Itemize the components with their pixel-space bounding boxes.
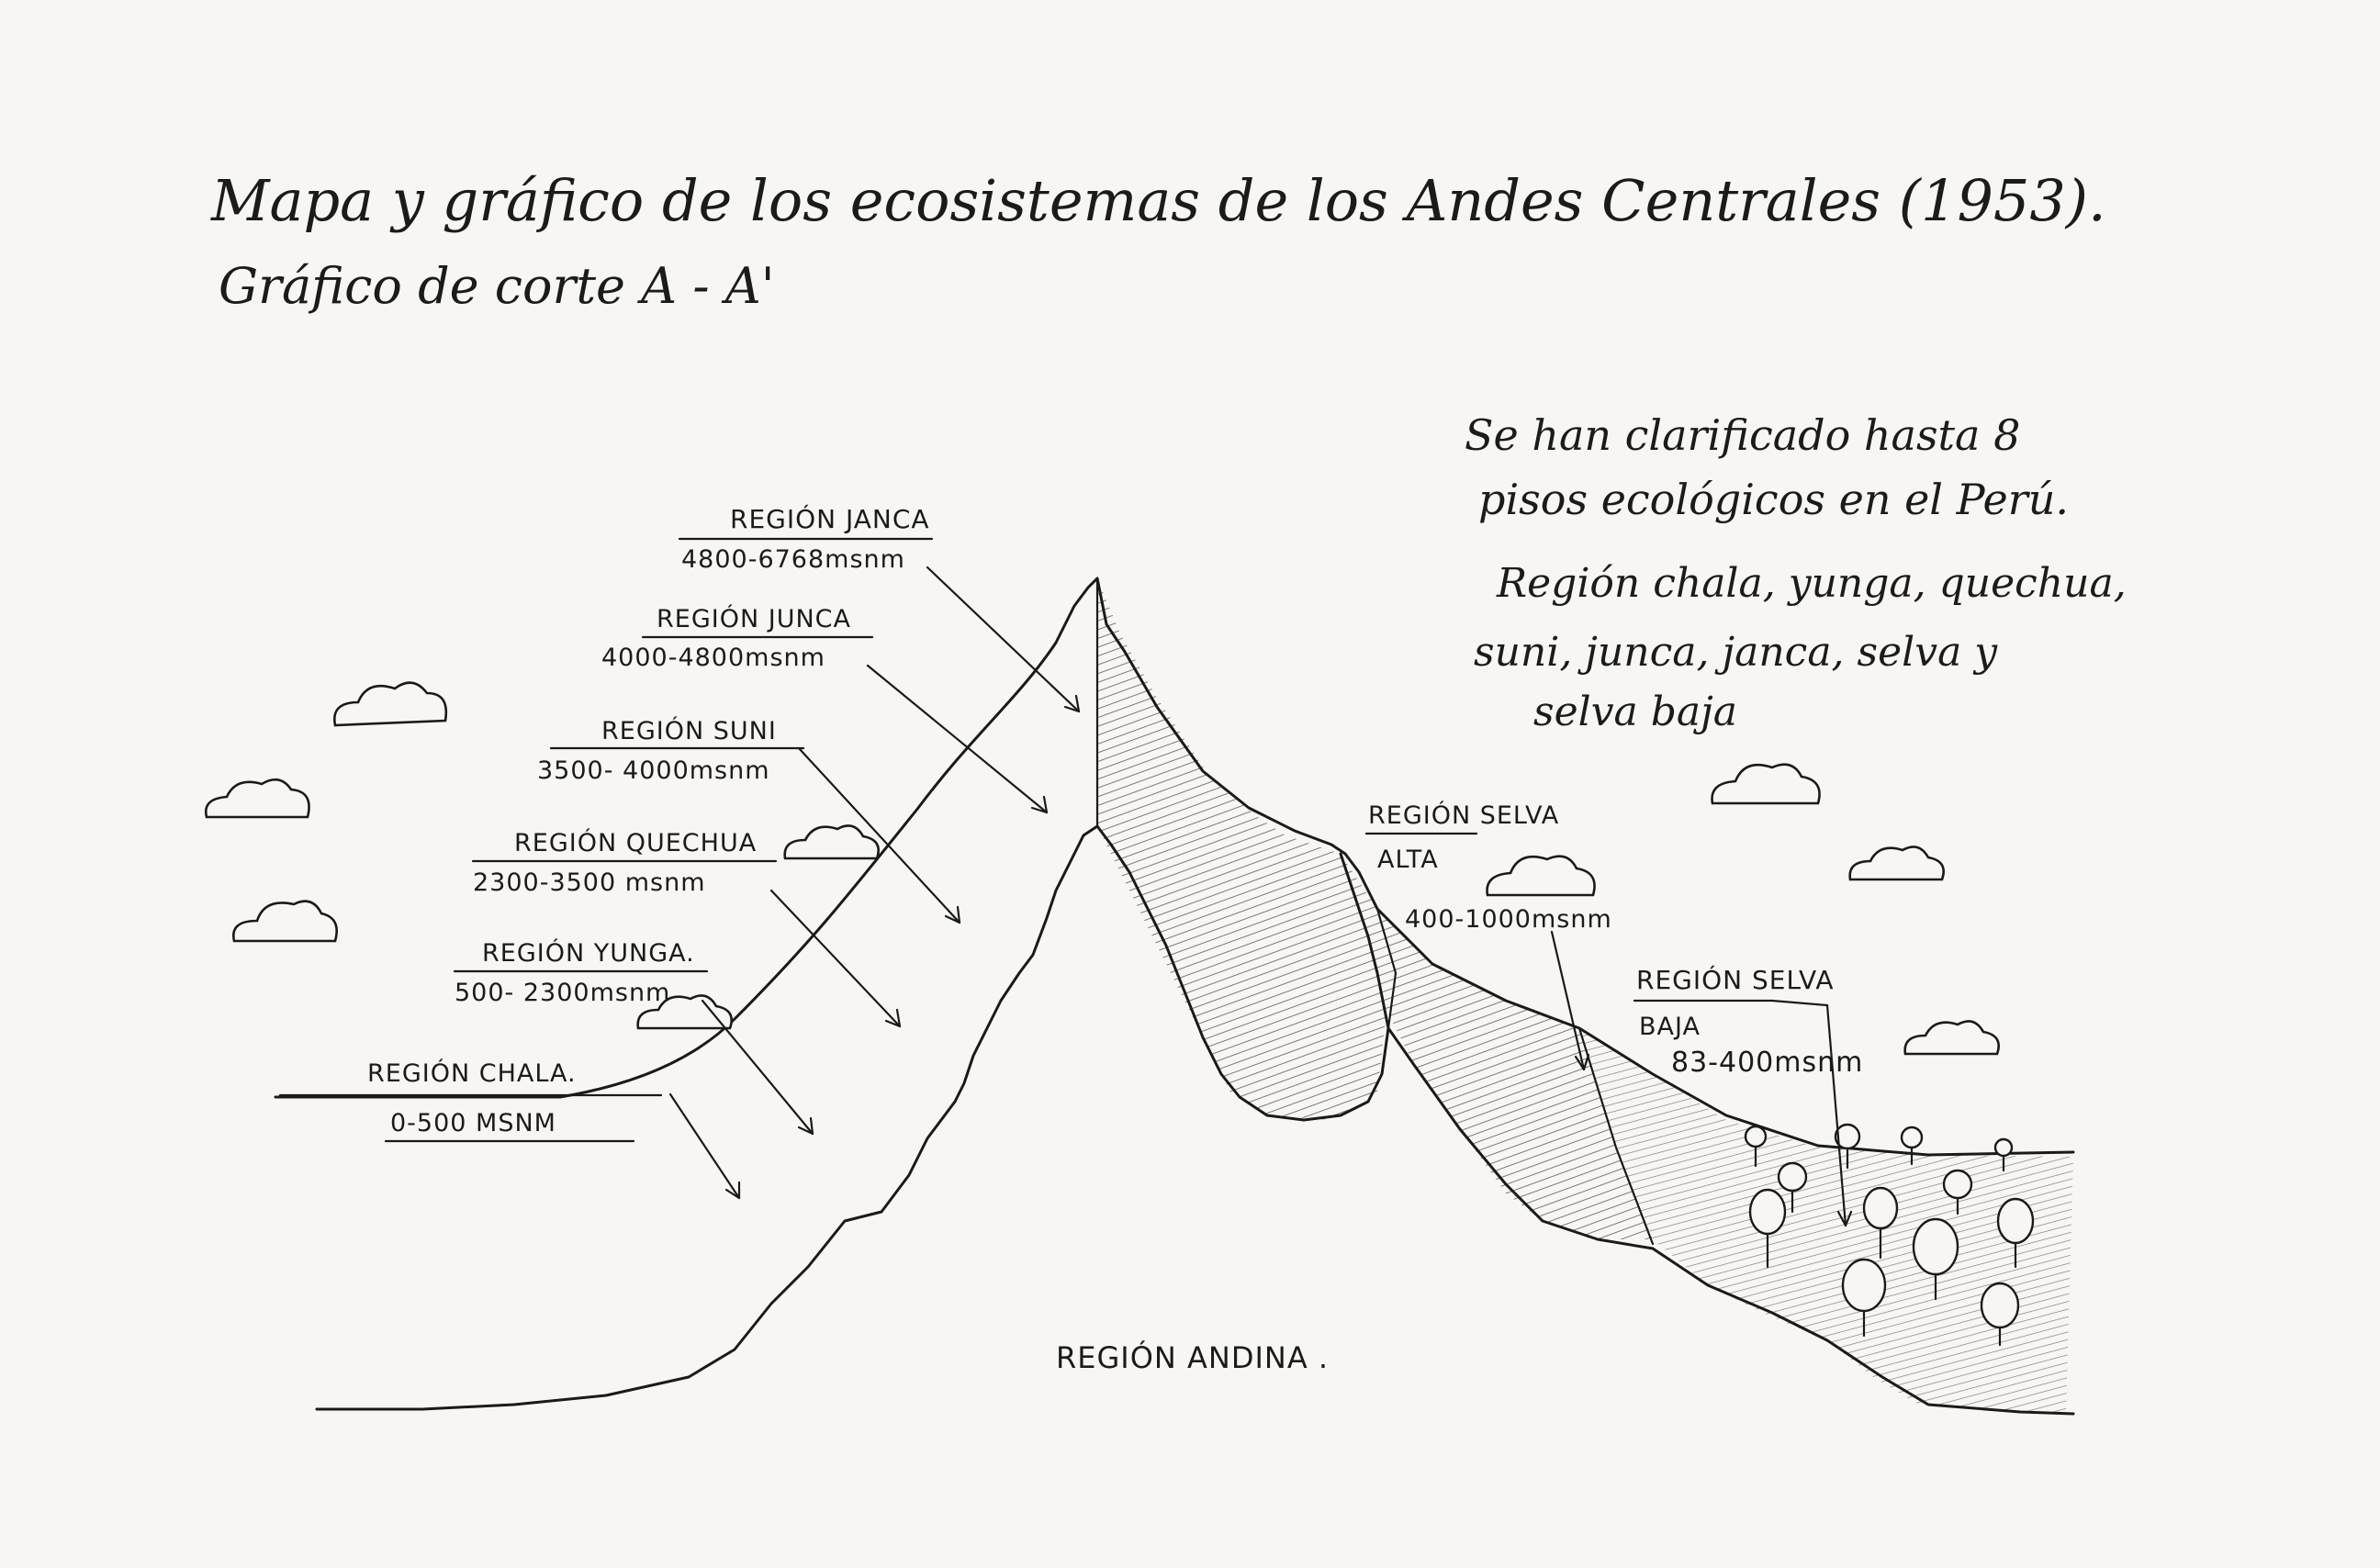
region-andina-label: REGIÓN ANDINA . <box>1056 1339 1329 1375</box>
note-line-2: pisos ecológicos en el Perú. <box>1478 475 2069 524</box>
region-quechua: REGIÓN QUECHUA 2300-3500 msnm <box>473 828 776 897</box>
region-selva-baja-range: 83-400msnm <box>1671 1047 1863 1079</box>
cloud-icon <box>206 779 309 817</box>
region-suni-range: 3500- 4000msnm <box>537 756 770 785</box>
region-quechua-name: REGIÓN QUECHUA <box>514 828 757 857</box>
note-line-5: selva baja <box>1533 689 1737 735</box>
region-selva-baja-name2: BAJA <box>1639 1013 1701 1041</box>
region-junca: REGIÓN JUNCA 4000-4800msnm <box>601 604 872 672</box>
region-janca: REGIÓN JANCA 4800-6768msnm <box>679 503 932 574</box>
cloud-icon <box>1850 846 1944 879</box>
region-selva-alta-name: REGIÓN SELVA <box>1368 801 1559 830</box>
region-chala-name: REGIÓN CHALA. <box>367 1058 577 1088</box>
note-line-1: Se han clarificado hasta 8 <box>1465 410 2020 460</box>
region-chala: REGIÓN CHALA. 0-500 MSNM <box>280 1058 661 1141</box>
cloud-icon <box>1488 857 1595 895</box>
hatched-upper-slope <box>1097 578 1386 1120</box>
note-line-4: suni, junca, janca, selva y <box>1474 629 1998 676</box>
cloud-icon <box>334 683 446 725</box>
cloud-icon <box>785 825 879 858</box>
cloud-icon <box>1712 765 1820 803</box>
cloud-icon <box>1905 1021 1999 1054</box>
region-janca-name: REGIÓN JANCA <box>730 503 930 534</box>
diagram-subtitle: Gráfico de corte A - A' <box>219 257 775 315</box>
diagram-title: Mapa y gráfico de los ecosistemas de los… <box>210 167 2106 234</box>
region-janca-range: 4800-6768msnm <box>681 545 905 574</box>
region-selva-alta-name2: ALTA <box>1377 846 1439 874</box>
region-quechua-range: 2300-3500 msnm <box>473 868 706 897</box>
region-suni-name: REGIÓN SUNI <box>601 716 777 745</box>
region-junca-name: REGIÓN JUNCA <box>657 604 851 633</box>
region-selva-baja-name: REGIÓN SELVA <box>1636 964 1835 995</box>
note-block: Se han clarificado hasta 8 pisos ecológi… <box>1465 410 2127 735</box>
region-yunga-range: 500- 2300msnm <box>455 979 670 1007</box>
cloud-icon <box>233 902 336 941</box>
arrow-yunga <box>702 1001 813 1134</box>
region-chala-range: 0-500 MSNM <box>390 1109 556 1137</box>
region-selva-alta-range: 400-1000msnm <box>1405 905 1612 934</box>
region-yunga: REGIÓN YUNGA. 500- 2300msnm <box>455 938 707 1007</box>
region-yunga-name: REGIÓN YUNGA. <box>482 938 695 968</box>
region-junca-range: 4000-4800msnm <box>601 644 825 672</box>
region-suni: REGIÓN SUNI 3500- 4000msnm <box>537 716 803 785</box>
note-line-3: Región chala, yunga, quechua, <box>1496 560 2127 607</box>
arrow-chala <box>670 1094 739 1198</box>
